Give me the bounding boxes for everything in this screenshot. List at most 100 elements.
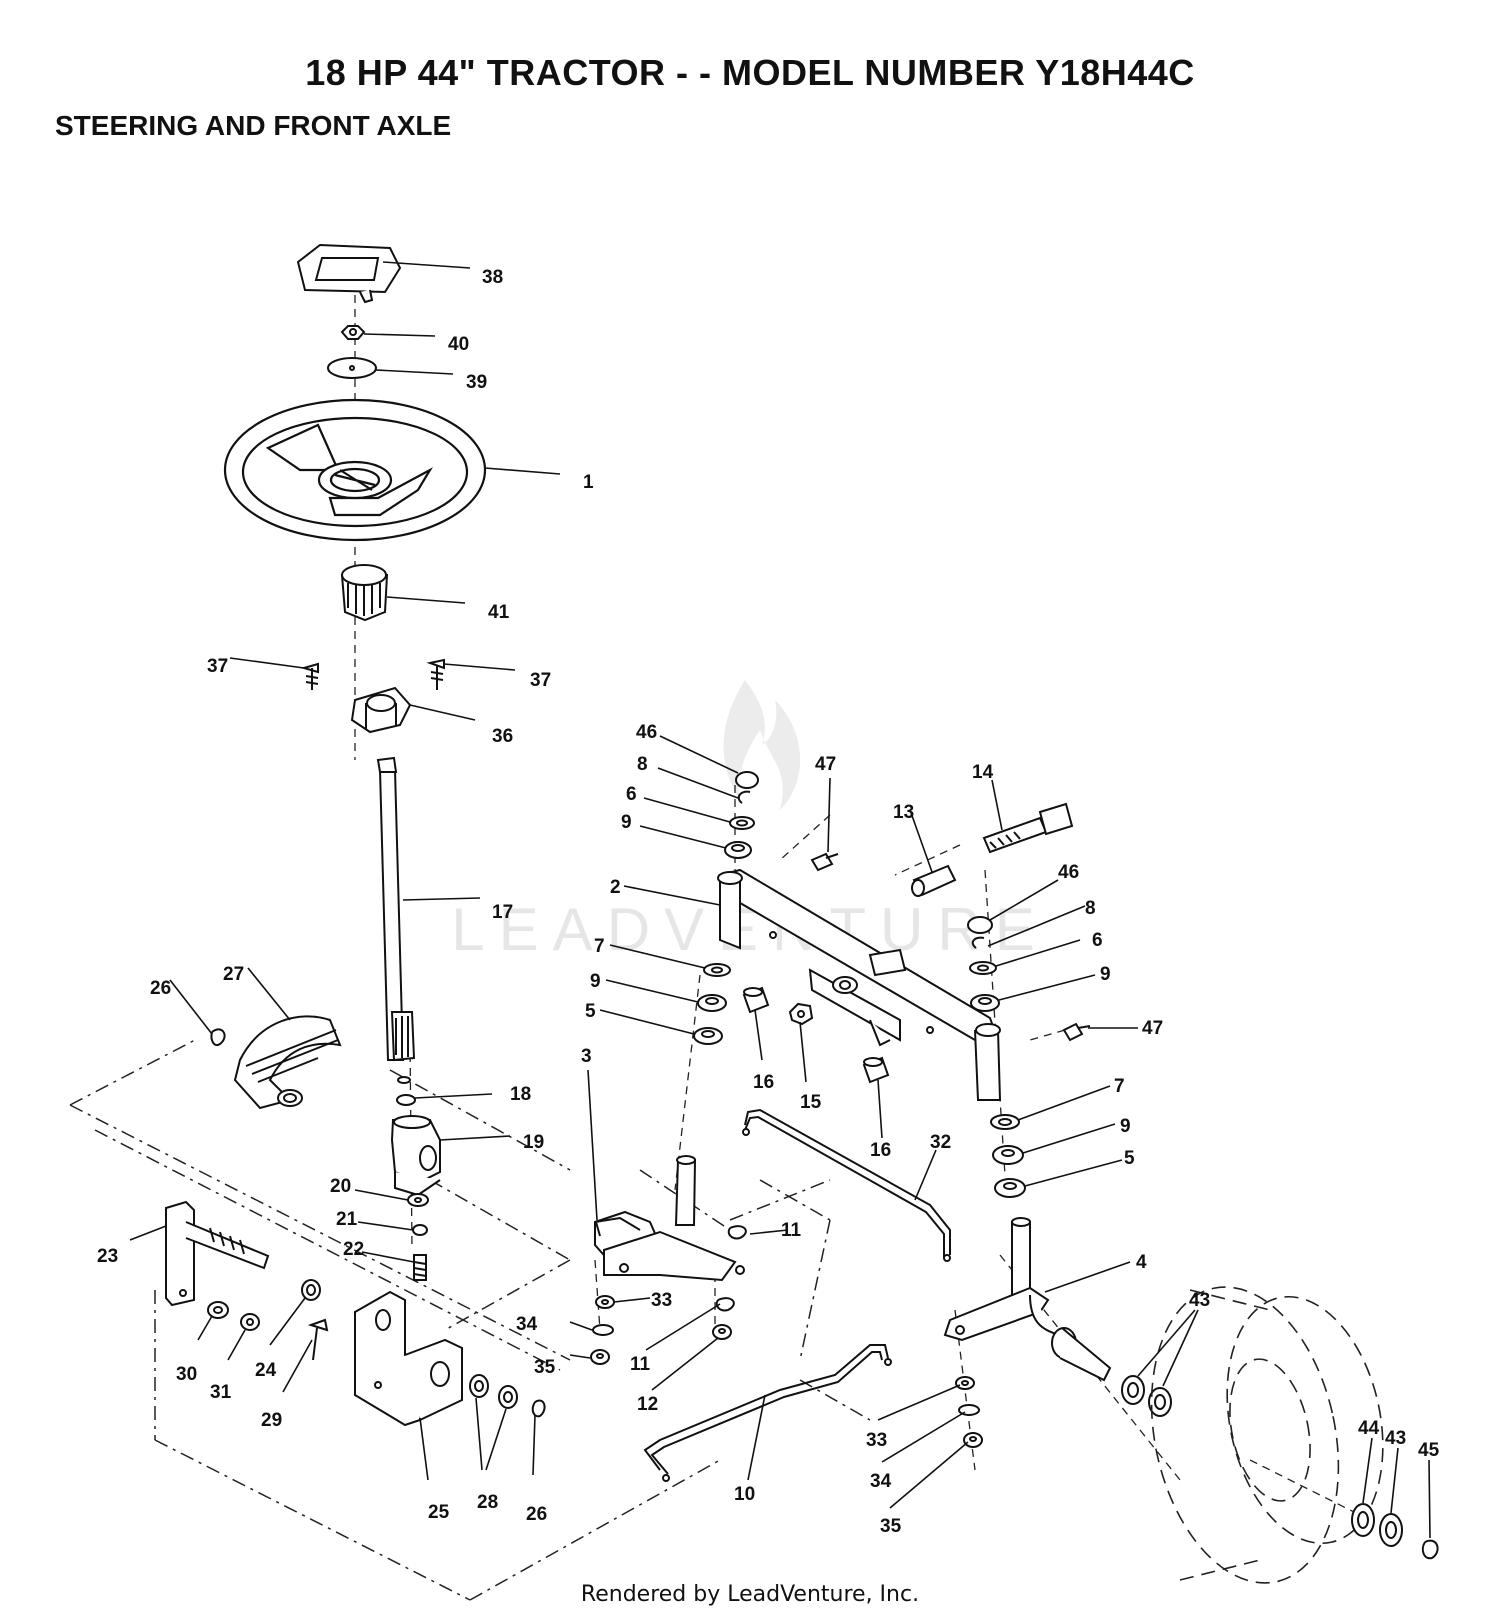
callout-24: 24: [255, 1360, 277, 1381]
callout-25: 25: [428, 1502, 450, 1523]
callout-47-right: 47: [1142, 1018, 1163, 1039]
leader-lines: [129, 261, 1431, 1539]
callout-34-left: 34: [516, 1314, 538, 1335]
callout-16-right: 16: [870, 1140, 891, 1161]
callout-33-left: 33: [651, 1290, 672, 1311]
part-27-sector-gear: [233, 1015, 342, 1110]
callout-19: 19: [523, 1132, 544, 1153]
part-43-washer-outer: [1379, 1513, 1403, 1547]
watermark-text: LEADVENTURE: [451, 896, 1048, 963]
callout-9-mid-left: 9: [590, 971, 601, 992]
callout-30: 30: [176, 1364, 197, 1385]
part-washer-stack-right: [969, 961, 1026, 1198]
part-44-washer: [1351, 1503, 1375, 1537]
callout-6-left: 6: [626, 784, 637, 805]
callout-11-upper: 11: [781, 1220, 802, 1241]
callout-22: 22: [343, 1239, 364, 1260]
watermark-flame-icon: [723, 680, 801, 810]
page-title: 18 HP 44" TRACTOR - - MODEL NUMBER Y18H4…: [305, 52, 1195, 93]
part-26-e-clip: [210, 1028, 226, 1046]
callout-2: 2: [610, 877, 621, 898]
callout-18: 18: [510, 1084, 531, 1105]
callout-27: 27: [223, 964, 244, 985]
callout-9-lower-right: 9: [1120, 1116, 1131, 1137]
part-24-bushing: [301, 1279, 321, 1301]
part-25-steering-bracket: [354, 1290, 463, 1427]
callout-5-left: 5: [585, 1001, 596, 1022]
callout-41: 41: [488, 602, 510, 623]
callout-21: 21: [336, 1209, 358, 1230]
part-30-washer: [207, 1301, 229, 1319]
part-15-nut: [788, 1002, 814, 1026]
callout-37-left: 37: [207, 656, 228, 677]
callout-35-right: 35: [880, 1516, 902, 1537]
part-40-nut: [340, 325, 366, 340]
front-tire-phantom: [1150, 1286, 1384, 1584]
part-35-nut-right: [963, 1432, 983, 1448]
part-3-left-spindle: [594, 1155, 745, 1282]
render-credit: Rendered by LeadVenture, Inc.: [580, 1582, 920, 1607]
part-38-horn-cap: [296, 243, 402, 304]
callout-44: 44: [1358, 1418, 1380, 1439]
callout-12: 12: [637, 1394, 658, 1415]
part-2-front-axle: [717, 868, 1002, 1101]
callout-6-right: 6: [1092, 930, 1103, 951]
callout-40: 40: [448, 334, 469, 355]
part-41-splined-adapter: [340, 564, 389, 622]
callout-26-right: 26: [526, 1504, 547, 1525]
callout-16-left: 16: [753, 1072, 774, 1093]
part-29-bolt: [307, 1318, 329, 1361]
part-10-drag-link: [643, 1344, 892, 1482]
part-36-column-bracket: [350, 686, 412, 734]
callout-46-left: 46: [636, 722, 657, 743]
callout-8-right: 8: [1085, 898, 1096, 919]
callout-32: 32: [930, 1132, 951, 1153]
callout-4: 4: [1136, 1252, 1147, 1273]
callout-47-left: 47: [815, 754, 836, 775]
part-1-steering-wheel: [223, 398, 487, 542]
callout-39: 39: [466, 372, 487, 393]
callout-5-right: 5: [1124, 1148, 1135, 1169]
part-8-retaining-ring: [737, 790, 985, 949]
callout-8-left: 8: [637, 754, 648, 775]
part-46-dust-cap: [735, 771, 993, 934]
callout-14: 14: [972, 762, 994, 783]
part-14-pivot-bolt: [982, 802, 1074, 854]
callout-3: 3: [581, 1046, 592, 1067]
part-17-steering-shaft: [376, 756, 416, 1084]
callout-26-left: 26: [150, 978, 171, 999]
callout-7-upper-left: 7: [594, 936, 605, 957]
callout-43-lower: 43: [1385, 1428, 1406, 1449]
part-33-washer-left: [595, 1295, 615, 1309]
callout-13: 13: [893, 802, 914, 823]
section-title: STEERING AND FRONT AXLE: [55, 110, 452, 141]
part-19-bearing-block: [390, 1115, 441, 1197]
callout-29: 29: [261, 1410, 282, 1431]
part-32-tie-rod: [742, 1108, 951, 1262]
callout-33-right: 33: [866, 1430, 887, 1451]
callout-11-lower: 11: [630, 1354, 651, 1375]
watermark: LEADVENTURE: [451, 680, 1048, 963]
callout-15: 15: [800, 1092, 822, 1113]
part-39-washer: [327, 357, 377, 379]
callout-31: 31: [210, 1382, 232, 1403]
callout-7-right: 7: [1114, 1076, 1125, 1097]
callout-23: 23: [97, 1246, 118, 1267]
assembly-outline: [69, 1039, 871, 1601]
part-26-e-clip-right: [531, 1399, 546, 1418]
part-washer-stack-left: [693, 816, 755, 1045]
part-47-grease-fitting: [810, 852, 1091, 1042]
callout-20: 20: [330, 1176, 351, 1197]
callout-35-left: 35: [534, 1357, 556, 1378]
part-43-washers-inner: [1121, 1375, 1172, 1417]
callout-10: 10: [734, 1484, 755, 1505]
callout-45: 45: [1418, 1440, 1440, 1461]
callout-17: 17: [492, 902, 513, 923]
part-12-nut: [712, 1324, 732, 1340]
part-23-pitman-shaft: [165, 1200, 270, 1307]
part-34-lockwasher-left: [592, 1324, 614, 1336]
part-13-spacer: [911, 864, 957, 897]
callout-1: 1: [583, 472, 594, 493]
callout-36: 36: [492, 726, 513, 747]
part-16-spacer: [742, 986, 890, 1084]
